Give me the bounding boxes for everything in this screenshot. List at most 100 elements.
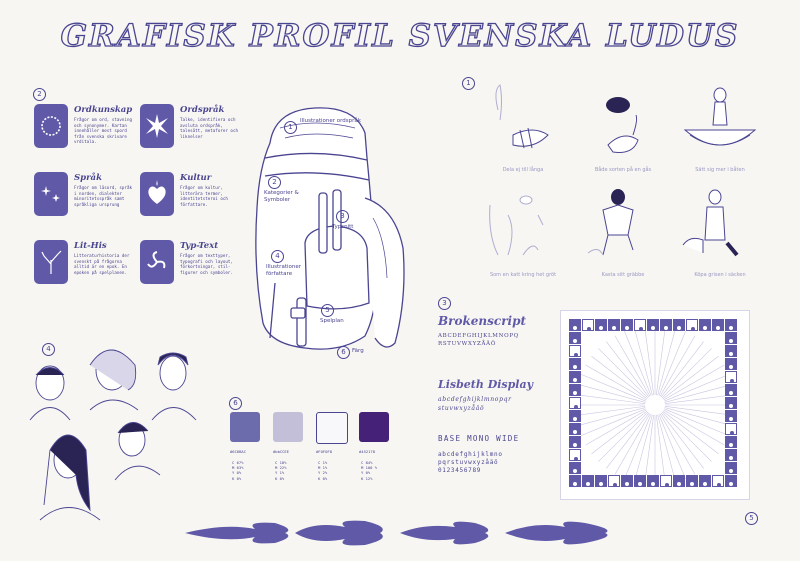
board-symbol-icon: [729, 443, 733, 447]
board-ray: [614, 335, 651, 397]
backpack-label-2: Kategorier & Symboler: [264, 190, 299, 203]
category-card-6: [140, 240, 174, 284]
color-hex: #452178: [359, 449, 376, 454]
board-ray: [661, 411, 712, 462]
color-cmyk-value: Y 2%: [318, 470, 328, 476]
board-cell: [725, 371, 737, 383]
color-cmyk-value: K 12%: [361, 475, 373, 481]
board-cell: [712, 319, 724, 331]
board-cell: [569, 462, 581, 474]
board-ray: [575, 394, 646, 404]
section-number-portraits: 4: [42, 343, 55, 356]
board-ray: [657, 414, 676, 483]
board-symbol-icon: [612, 326, 616, 330]
board-ray: [577, 384, 646, 403]
font-name-brokenscript: Brokenscript: [438, 314, 527, 328]
proverb-drawing-icon: [682, 189, 739, 257]
board-cell: [660, 319, 672, 331]
font-sample-basemono-1: abcdefghijklmno: [438, 451, 503, 458]
board-symbol-icon: [730, 431, 734, 435]
category-title: Kultur: [180, 173, 212, 183]
board-symbol-icon: [599, 326, 603, 330]
category-title: Ordkunskap: [74, 105, 133, 115]
game-board: [560, 310, 750, 500]
color-hex: #6C6BAC: [230, 449, 247, 454]
category-card-5: [34, 240, 68, 284]
board-symbol-icon: [573, 378, 577, 382]
board-ray: [598, 348, 649, 399]
proverb-caption: Kasta sitt gräbbe: [601, 272, 645, 278]
sunburst-icon: [146, 114, 168, 138]
board-cell: [725, 358, 737, 370]
board-cell: [595, 475, 607, 487]
proverb-drawing-icon: [606, 97, 639, 153]
author-portraits: [20, 335, 220, 525]
board-ray: [575, 406, 646, 416]
flame-ornaments: [185, 519, 615, 547]
board-ray: [658, 414, 686, 480]
color-swatch: [273, 412, 303, 442]
proverb-caption: Dela ej till långa: [502, 167, 544, 173]
board-symbol-icon: [729, 352, 733, 356]
board-cell: [686, 475, 698, 487]
proverb-drawing-icon: [489, 195, 544, 256]
category-description: Frågor om kultur, litterära termer, iden…: [180, 185, 228, 207]
board-cell: [569, 449, 581, 461]
category-description: Talke, identifiera och avsluta ordspråk,…: [180, 117, 238, 139]
board-cell: [582, 319, 594, 331]
board-ray: [660, 412, 704, 469]
board-cell: [569, 410, 581, 422]
board-cell: [595, 319, 607, 331]
board-symbol-icon: [639, 327, 643, 331]
category-description: Frågor om läsord, språk i norden, dialek…: [74, 185, 132, 207]
color-swatch: [359, 412, 389, 442]
board-symbol-icon: [599, 482, 603, 486]
board-symbol-icon: [729, 391, 733, 395]
board-ray: [662, 356, 719, 400]
proverb-caption: Både sorten på en gås: [594, 167, 652, 173]
heart-star-icon: [148, 180, 166, 204]
proverb-illustration-5: [578, 185, 668, 265]
board-cell: [634, 319, 646, 331]
board-cell: [647, 475, 659, 487]
board-ray: [644, 325, 654, 396]
board-ray: [585, 409, 647, 446]
page-title: GRAFISK PROFIL SVENSKA LUDUS: [60, 17, 740, 54]
board-symbol-icon: [665, 483, 669, 487]
backpack-label-4: Illustrationer författare: [266, 264, 301, 277]
board-symbol-icon: [573, 430, 577, 434]
board-symbol-icon: [573, 417, 577, 421]
board-cell: [699, 475, 711, 487]
board-symbol-icon: [573, 391, 577, 395]
board-cell: [725, 475, 737, 487]
board-symbol-icon: [729, 404, 733, 408]
board-symbol-icon: [729, 456, 733, 460]
board-cell: [569, 332, 581, 344]
board-cell: [634, 475, 646, 487]
board-symbol-icon: [690, 482, 694, 486]
board-ray: [663, 364, 725, 401]
category-card-1: [34, 104, 68, 148]
board-symbol-icon: [729, 339, 733, 343]
flame-ornament-icon: [185, 520, 608, 546]
board-symbol-icon: [613, 483, 617, 487]
proverb-illustration-2: [578, 80, 668, 160]
board-symbol-icon: [651, 482, 655, 486]
board-cell: [725, 345, 737, 357]
board-cell: [673, 319, 685, 331]
color-hex: #bbCCEE: [273, 449, 290, 454]
font-sample-lisbeth-2: stuvwxyzåäö: [438, 405, 485, 412]
category-card-3: [34, 172, 68, 216]
color-cmyk-value: M 22%: [275, 465, 287, 471]
board-symbol-icon: [625, 326, 629, 330]
board-cell: [725, 410, 737, 422]
board-ray: [657, 327, 676, 396]
proverb-drawing-icon: [683, 87, 757, 146]
board-cell: [569, 436, 581, 448]
board-ray: [663, 409, 725, 446]
font-name-lisbeth: Lisbeth Display: [438, 378, 534, 391]
backpack-marker-6: 6: [337, 346, 350, 359]
board-ray: [658, 330, 686, 396]
board-cell: [569, 423, 581, 435]
color-cmyk-value: K 0%: [318, 475, 328, 481]
